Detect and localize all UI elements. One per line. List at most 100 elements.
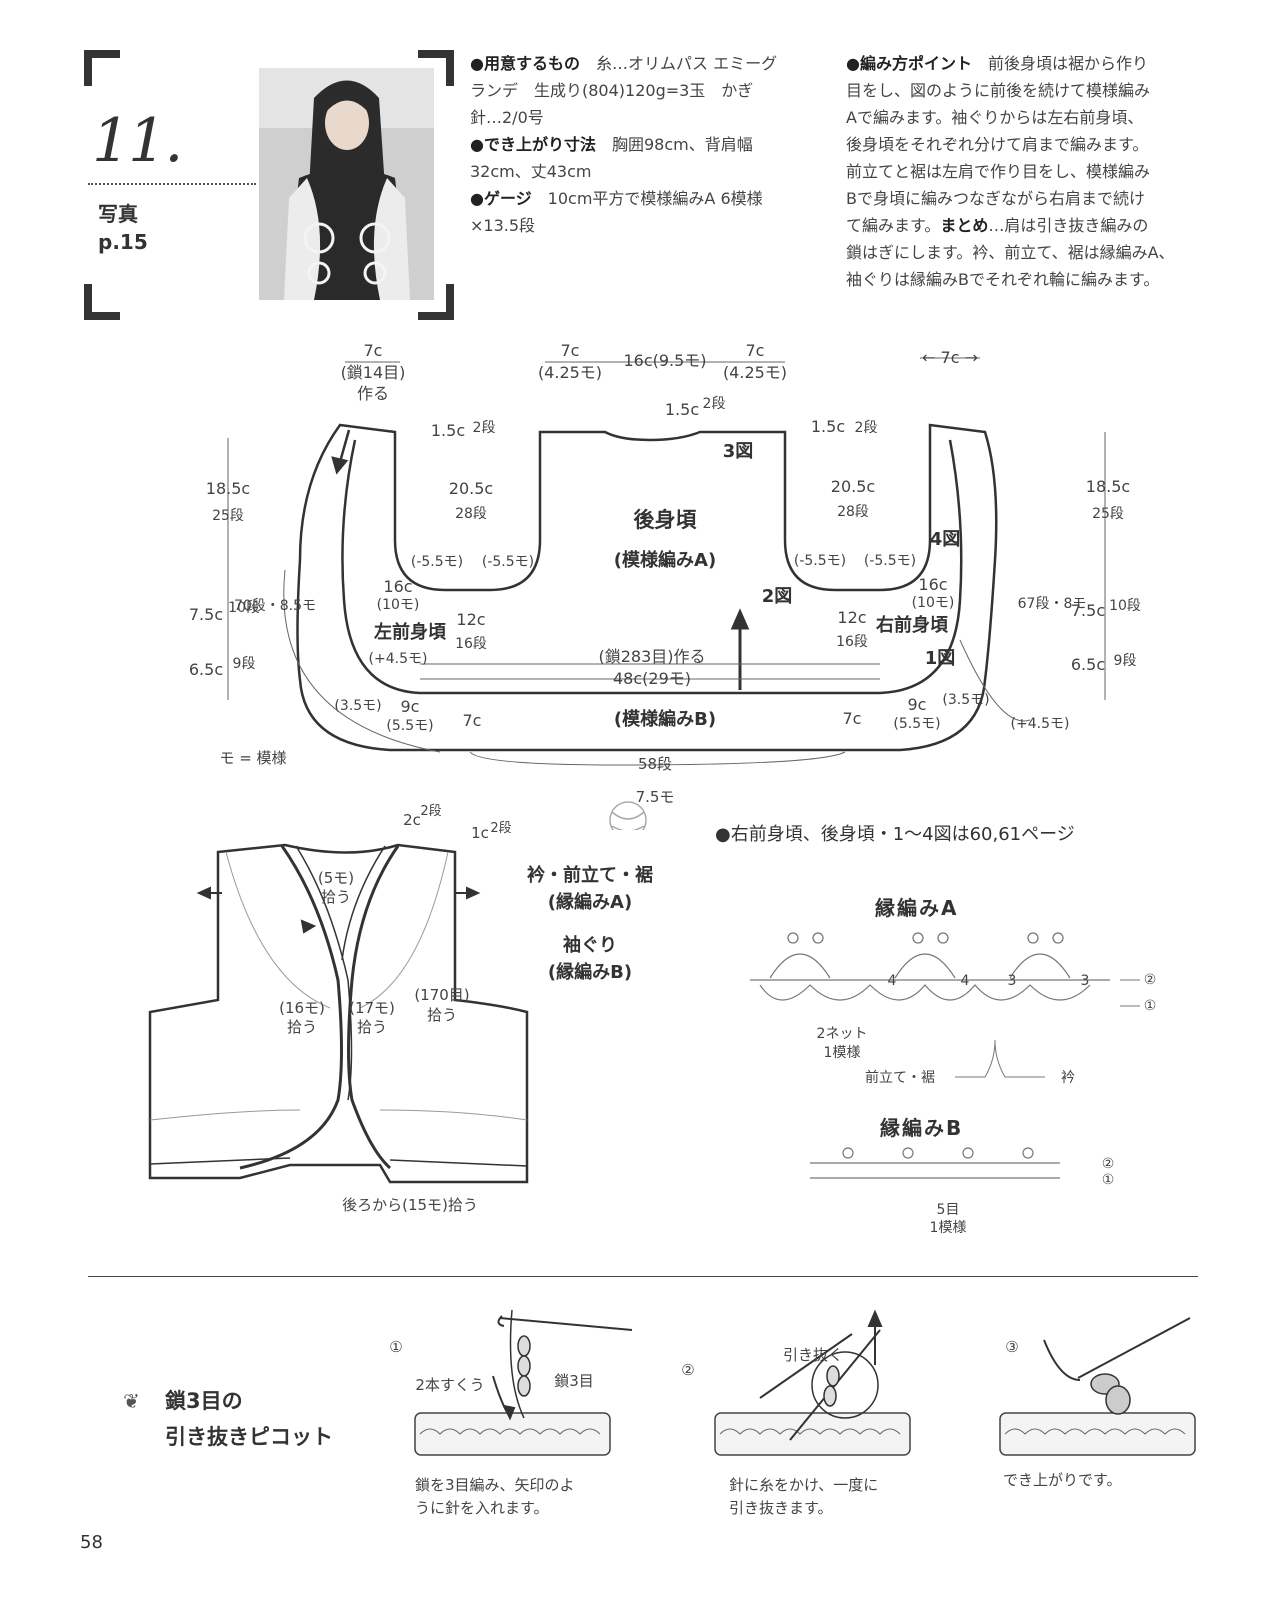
shoulder-1-5c-left: 1.5c (431, 421, 465, 440)
gauge-heading: ●ゲージ (470, 189, 532, 208)
width-16c-left: 16c (383, 577, 412, 596)
pattern-a-label: (模様編みA) (614, 549, 716, 571)
rows-2-right: 2段 (855, 420, 878, 436)
rows-10-left: 10段 (228, 600, 260, 616)
photo-page: p.15 (98, 230, 148, 254)
points-text-7a: て編みます。 (846, 216, 941, 235)
chain3-label: 鎖3目 (554, 1372, 594, 1390)
points-heading: ●編み方ポイント (846, 54, 972, 73)
mo55-right: (5.5モ) (893, 716, 940, 732)
materials-heading: ●用意するもの (470, 54, 580, 73)
photo-label: 写真 (98, 202, 138, 226)
neck-1-5c: 1.5c (665, 400, 699, 419)
mo10-right: (10モ) (912, 595, 955, 611)
gauge-line-2: ×13.5段 (470, 216, 536, 235)
vest-pick-16: (16モ) (279, 999, 325, 1017)
step2-number: ② (681, 1361, 694, 1379)
dec-left-1: (-5.5モ) (411, 554, 463, 570)
step2-caption: 針に糸をかけ、一度に 引き抜きます。 (729, 1474, 878, 1520)
width-9c-left: 9c (401, 697, 420, 716)
model-photo (259, 68, 434, 300)
pattern-b-label: (模様編みB) (614, 708, 716, 730)
rows-16-left: 16段 (455, 636, 487, 652)
dec-left-2: (-5.5モ) (482, 554, 534, 570)
collar-label: 衿・前立て・裾 (527, 865, 653, 886)
top-right-7c: ← 7c → (922, 348, 978, 367)
step1-caption: 鎖を3目編み、矢印のよ うに針を入れます。 (415, 1474, 575, 1520)
points-line-2: 目をし、図のように前後を続けて模様編み (846, 81, 1151, 100)
rows-10-right: 10段 (1109, 598, 1141, 614)
edge-a-picots (787, 932, 1064, 944)
armhole-label: 袖ぐり (563, 935, 617, 956)
crochet-row-base (414, 1412, 1196, 1456)
finishing-heading: まとめ (940, 216, 989, 235)
vest-pick-170: (170目) (414, 986, 469, 1004)
fig2-label: 2図 (762, 586, 793, 607)
rows-28-left: 28段 (455, 506, 487, 522)
shoulder-1-5c-right: 1.5c (811, 417, 845, 436)
materials-yarn: 糸…オリムパス エミーグ (595, 54, 778, 73)
corner-bracket-br (418, 284, 454, 320)
edge-a-title: 縁編みA (875, 896, 959, 920)
rows-28-right: 28段 (837, 504, 869, 520)
corner-bracket-bl (84, 284, 120, 320)
top-425-b: (4.25モ) (723, 363, 787, 382)
points-line-7: て編みます。まとめ…肩は引き抜き編みの (846, 212, 1206, 239)
materials-line-3: 針…2/0号 (470, 108, 544, 127)
vest-pick-c: 拾う (357, 1018, 387, 1036)
top-7c-b: 7c (746, 341, 765, 360)
vest-pick-5: (5モ) (318, 869, 354, 887)
vest-pick-b: 拾う (287, 1018, 317, 1036)
width-9c-right: 9c (908, 695, 927, 714)
edge-b-ref: (縁編みB) (547, 962, 633, 983)
points-line-1: ●編み方ポイント 前後身頃は裾から作り (846, 50, 1206, 77)
height-12c-right: 12c (837, 608, 866, 627)
inc-right: (+4.5モ) (1011, 716, 1070, 732)
height-7-5c-left: 7.5c (189, 605, 223, 624)
mo35-left: (3.5モ) (334, 698, 381, 714)
height-18-5c-right: 18.5c (1086, 477, 1130, 496)
vest-rows-2a: 2段 (420, 804, 441, 819)
edge-a-chart: 4 4 3 3 ② ① 2ネット 1模様 前立て・裾 衿 (750, 932, 1157, 1086)
edge-b-one-pattern: 1模様 (930, 1220, 967, 1236)
size-value-1: 胸囲98cm、背肩幅 (611, 135, 753, 154)
armhole-20-5c-left: 20.5c (449, 479, 493, 498)
dec-right-1: (-5.5モ) (794, 553, 846, 569)
dotted-divider (88, 183, 256, 185)
edge-a-n4a: 4 (888, 973, 897, 989)
edge-b-picots (842, 1147, 1034, 1159)
height-6-5c-left: 6.5c (189, 660, 223, 679)
pattern-number: 11. (92, 106, 183, 176)
picot-heading: ❦鎖3目の 引き抜きピコット (115, 1383, 333, 1455)
pull-through-label: 引き抜く (783, 1346, 843, 1364)
edge-70-rows: 70段・8.5モ (234, 598, 316, 614)
width-7c-right: 7c (843, 709, 862, 728)
gauge-value-1: 10cm平方で模様編みA 6模様 (547, 189, 763, 208)
edge-b-title: 縁編みB (880, 1116, 964, 1140)
edge-a-net2: 2ネット (817, 1026, 868, 1042)
edge-a-row2: ② (1144, 972, 1157, 988)
edge-a-ref: (縁編みA) (547, 892, 633, 913)
edge-b-row2: ② (1102, 1156, 1115, 1172)
rows-2-mid: 2段 (703, 396, 726, 412)
corner-bracket-tr (418, 50, 454, 86)
points-line-6: Bで身頃に編みつなぎながら右肩まで続け (846, 189, 1145, 208)
fig1-label: 1図 (925, 648, 956, 669)
model-photo-illustration (259, 68, 434, 300)
points-line-4: 後身頃をそれぞれ分けて肩まで編みます。 (846, 135, 1149, 154)
rows-9-left: 9段 (233, 656, 256, 672)
height-12c-left: 12c (456, 610, 485, 629)
edge-b-chart: ② ① 5目 1模様 (810, 1147, 1115, 1236)
step1-caption-a: 鎖を3目編み、矢印のよ (415, 1476, 575, 1494)
vest-pick-17: (17モ) (349, 999, 395, 1017)
vest-2c: 2c (403, 811, 421, 829)
chain14-label: (鎖14目) (341, 363, 406, 382)
edge-a-n3b: 3 (1081, 973, 1090, 989)
step3-number: ③ (1005, 1338, 1018, 1356)
picot-title-2: 引き抜きピコット (165, 1425, 333, 1449)
rows-16-right: 16段 (836, 634, 868, 650)
rows-25-right: 25段 (1092, 506, 1124, 522)
top-425-a: (4.25モ) (538, 363, 602, 382)
gauge-line-1: ●ゲージ 10cm平方で模様編みA 6模様 (470, 185, 820, 212)
vest-rows-2b: 2段 (490, 821, 511, 836)
